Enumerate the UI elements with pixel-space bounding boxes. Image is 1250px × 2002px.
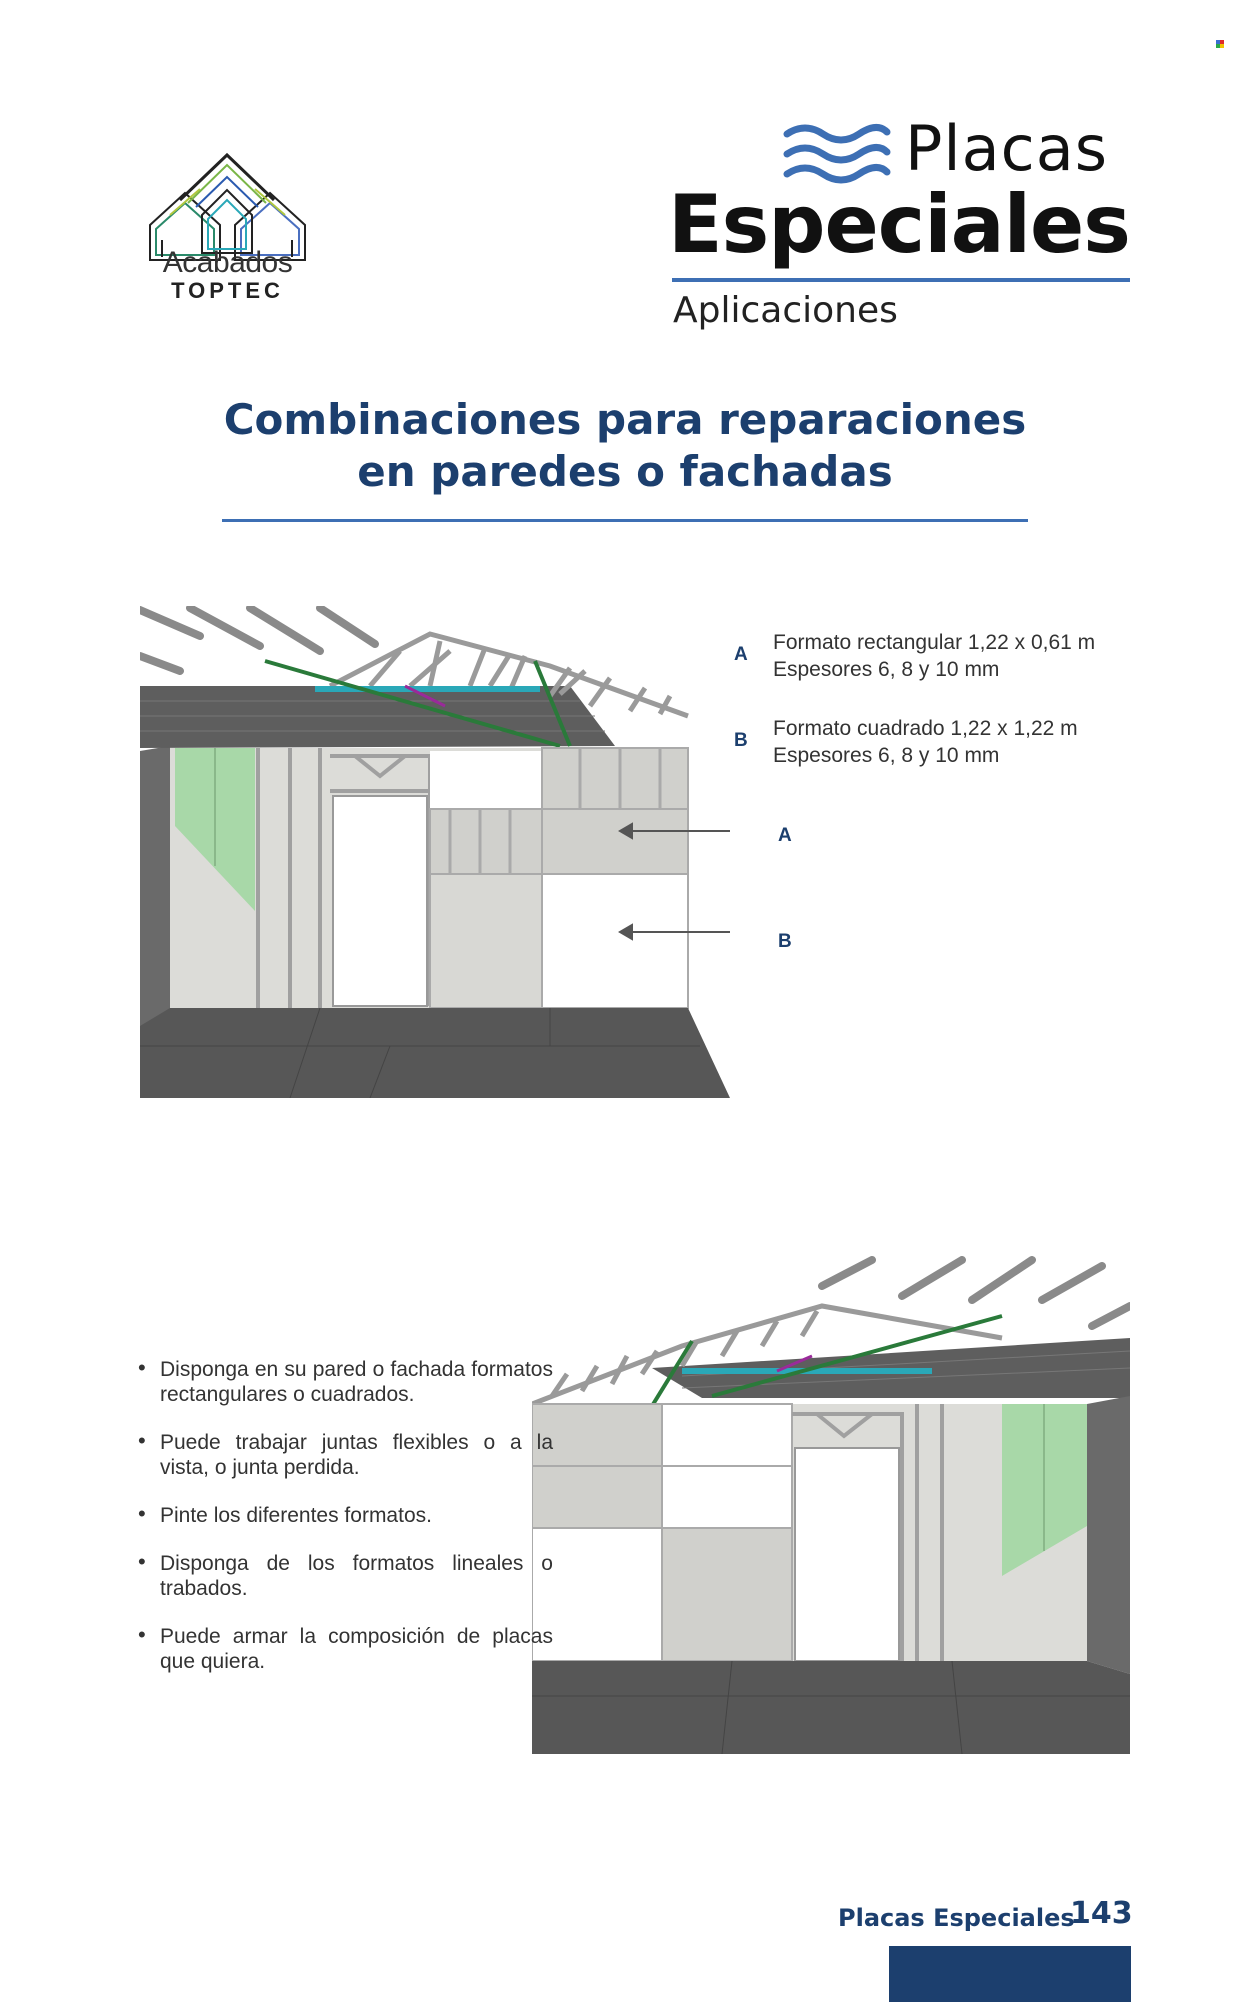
- list-item-text: Disponga en su pared o fachada formatos …: [160, 1358, 553, 1406]
- header-title-line1: Placas: [905, 112, 1108, 185]
- waves-icon: [783, 124, 891, 184]
- brand-name-line1: Acabados: [162, 246, 293, 279]
- brand-name-line2: TOPTEC: [171, 278, 284, 303]
- house-outline-logo-icon: [149, 152, 306, 261]
- legend-b-thickness: Espesores 6, 8 y 10 mm: [773, 744, 1000, 767]
- footer-bar: [889, 1946, 1131, 2002]
- list-item: •Pinte los diferentes formatos.: [138, 1501, 432, 1527]
- list-item: •Puede armar la composición de placas qu…: [138, 1622, 553, 1673]
- header-divider: [672, 278, 1130, 282]
- section-heading-line1: Combinaciones para reparaciones: [223, 395, 1027, 444]
- arrow-label-b: B: [778, 931, 792, 952]
- list-item-text: Puede trabajar juntas flexibles o a la v…: [160, 1431, 553, 1479]
- page-number: 143: [1070, 1896, 1133, 1931]
- legend-a-thickness: Espesores 6, 8 y 10 mm: [773, 658, 1000, 681]
- arrow-label-a: A: [778, 825, 792, 846]
- list-item: •Puede trabajar juntas flexibles o a la …: [138, 1428, 553, 1479]
- footer-label: Placas Especiales: [838, 1904, 1075, 1932]
- list-item-text: Pinte los diferentes formatos.: [160, 1504, 432, 1527]
- corner-mark-icon: [1216, 40, 1224, 48]
- feature-list: •Disponga en su pared o fachada formatos…: [138, 1355, 553, 1697]
- header-subtitle: Aplicaciones: [673, 290, 898, 331]
- list-item-text: Disponga de los formatos lineales o trab…: [160, 1552, 553, 1600]
- list-item: •Disponga de los formatos lineales o tra…: [138, 1549, 553, 1600]
- list-item-text: Puede armar la composición de placas que…: [160, 1625, 553, 1673]
- legend-a-format: Formato rectangular 1,22 x 0,61 m: [773, 631, 1096, 654]
- header-title-line2: Especiales: [668, 178, 1131, 271]
- legend-b-format: Formato cuadrado 1,22 x 1,22 m: [773, 717, 1078, 740]
- section-heading: Combinaciones para reparaciones en pared…: [150, 394, 1100, 498]
- wall-illustration-front: [140, 606, 730, 1098]
- section-divider: [222, 519, 1028, 522]
- legend-letter-a: A: [734, 644, 748, 665]
- wall-illustration-rear: [532, 1256, 1130, 1754]
- section-heading-line2: en paredes o fachadas: [357, 447, 893, 496]
- legend-letter-b: B: [734, 730, 748, 751]
- legend-text-a: Formato rectangular 1,22 x 0,61 m Espeso…: [773, 629, 1095, 683]
- list-item: •Disponga en su pared o fachada formatos…: [138, 1355, 553, 1406]
- legend-text-b: Formato cuadrado 1,22 x 1,22 m Espesores…: [773, 715, 1078, 769]
